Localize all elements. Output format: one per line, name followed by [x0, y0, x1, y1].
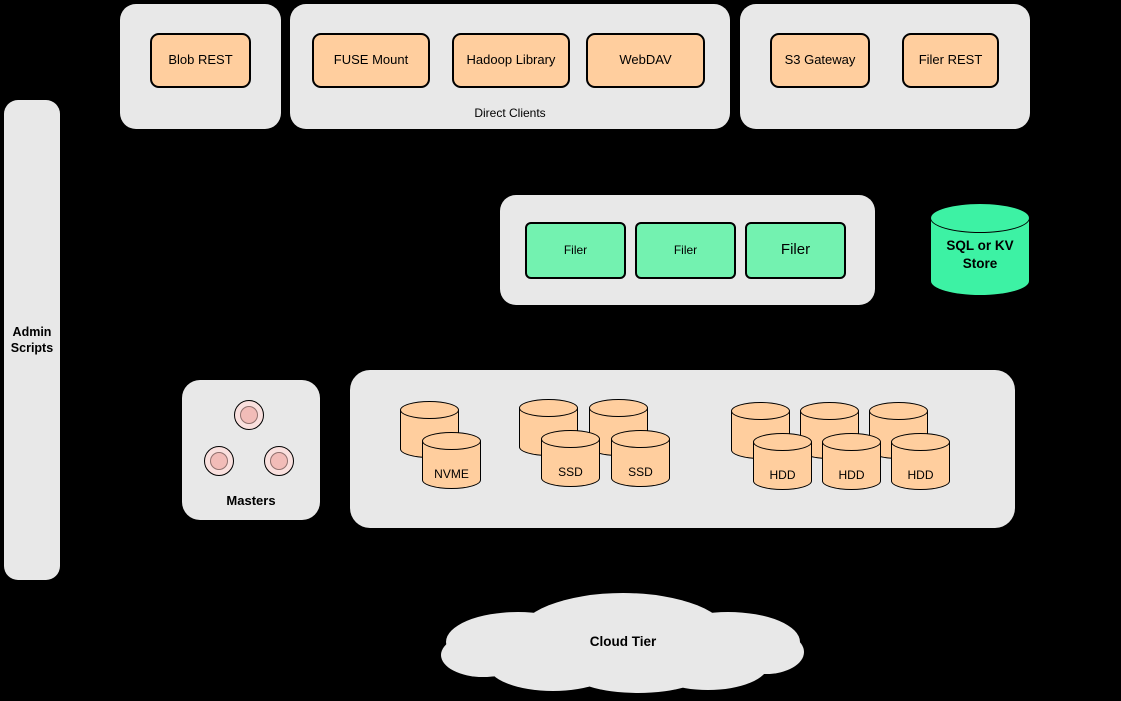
- disk-group-hdd-3: HDD: [869, 402, 950, 491]
- cloud-tier-label: Cloud Tier: [589, 634, 657, 649]
- cylinder-top: [519, 399, 578, 417]
- disk-group-ssd-1: SSD: [519, 399, 600, 488]
- volume-servers-group: NVME SSD SSD: [350, 370, 1015, 528]
- gateway-clients-group: S3 Gateway Filer REST: [740, 4, 1030, 129]
- disk-label-ssd: SSD: [628, 465, 653, 479]
- master-node-1: [234, 400, 264, 430]
- node-fuse-mount: FUSE Mount: [312, 33, 430, 88]
- node-filer-2: Filer: [635, 222, 736, 279]
- node-s3-gateway: S3 Gateway: [770, 33, 870, 88]
- cylinder-top: [930, 203, 1030, 233]
- master-node-3: [264, 446, 294, 476]
- direct-clients-caption: Direct Clients: [474, 106, 546, 120]
- cylinder-top: [753, 433, 812, 451]
- sql-kv-store-label: SQL or KV Store: [946, 238, 1014, 271]
- node-blob-rest: Blob REST: [150, 33, 251, 88]
- disk-group-hdd-2: HDD: [800, 402, 881, 491]
- disk-cylinder: SSD: [611, 430, 670, 487]
- cylinder-top: [869, 402, 928, 420]
- cloud-icon: [441, 593, 804, 693]
- blob-client-group: Blob REST: [120, 4, 281, 129]
- cylinder-body: [611, 439, 670, 487]
- disk-label-nvme: NVME: [434, 467, 469, 481]
- disk-label-hdd: HDD: [838, 468, 865, 482]
- disk-cylinder: HDD: [822, 433, 881, 490]
- disk-cylinder: HDD: [891, 433, 950, 490]
- node-filer-3: Filer: [745, 222, 846, 279]
- node-filer-1: Filer: [525, 222, 626, 279]
- node-filer-rest: Filer REST: [902, 33, 999, 88]
- disk-label-hdd: HDD: [907, 468, 934, 482]
- cylinder-top: [589, 399, 648, 417]
- cylinder-top: [611, 430, 670, 448]
- cylinder-top: [541, 430, 600, 448]
- master-node-2: [204, 446, 234, 476]
- disk-label-ssd: SSD: [558, 465, 583, 479]
- cylinder-top: [400, 401, 459, 419]
- disk-label-hdd: HDD: [769, 468, 796, 482]
- filer-group: Filer Filer Filer: [500, 195, 875, 305]
- disk-cylinder: HDD: [753, 433, 812, 490]
- disk-group-ssd-2: SSD: [589, 399, 670, 488]
- cylinder-top: [891, 433, 950, 451]
- cylinder-top: [822, 433, 881, 451]
- admin-scripts-panel: Admin Scripts: [4, 100, 60, 580]
- cloud-tier: Cloud Tier: [438, 590, 808, 695]
- disk-cylinder: NVME: [422, 432, 481, 489]
- masters-group: Masters: [182, 380, 320, 520]
- disk-cylinder: SSD: [541, 430, 600, 487]
- masters-label: Masters: [226, 493, 276, 508]
- cylinder-top: [422, 432, 481, 450]
- node-webdav: WebDAV: [586, 33, 705, 88]
- cylinder-top: [800, 402, 859, 420]
- sql-kv-store-cylinder: SQL or KV Store: [930, 203, 1030, 296]
- cylinder-top: [731, 402, 790, 420]
- disk-group-hdd-1: HDD: [731, 402, 812, 491]
- disk-group-nvme: NVME: [400, 401, 481, 490]
- direct-clients-group: FUSE Mount Hadoop Library WebDAV Direct …: [290, 4, 730, 129]
- node-hadoop-library: Hadoop Library: [452, 33, 570, 88]
